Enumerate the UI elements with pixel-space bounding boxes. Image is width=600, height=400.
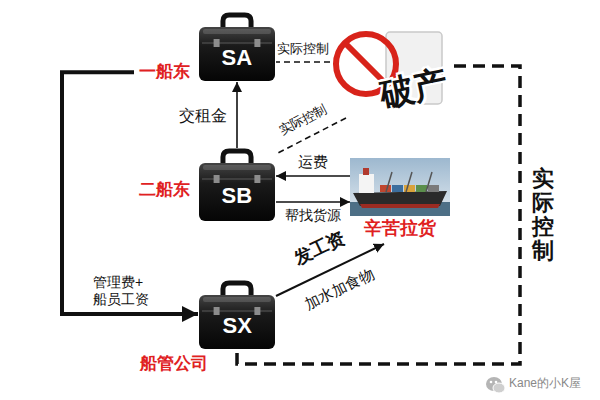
ship-bridge [359, 174, 374, 193]
shipowner-briefcase: SA一船东 [198, 12, 276, 82]
owner-code: SX [223, 313, 252, 339]
ship-sky [350, 158, 450, 216]
watermark-bubble [493, 383, 505, 393]
connector-label: 管理费+ 船员工资 [91, 274, 161, 308]
connector-label: 实际控制 [274, 100, 331, 139]
role-label: 二船东 [139, 180, 190, 200]
ship-hull [353, 191, 447, 206]
ship-container [380, 185, 391, 192]
ship-funnel [363, 168, 369, 175]
connector-note: 加水加食物 [300, 264, 379, 314]
role-label: 一船东 [139, 62, 190, 82]
briefcase-clasp [254, 39, 260, 47]
briefcase-sheen [203, 165, 271, 170]
briefcase-clasp [254, 307, 260, 315]
briefcase-sheen [203, 297, 271, 302]
cargo-ship: 辛苦拉货 [350, 158, 450, 244]
briefcase-clasp [214, 39, 220, 47]
ship-container [392, 185, 403, 192]
briefcase-body [199, 27, 275, 81]
briefcase-sheen [203, 29, 271, 34]
briefcase-clasp [214, 307, 220, 315]
watermark: Kane的小K屋 [507, 376, 583, 390]
cargo-arrow [276, 201, 350, 203]
connector-label: 帮找货源 [283, 207, 343, 224]
briefcase-flap [202, 43, 272, 44]
rent-arrow [236, 82, 238, 148]
briefcase-clasp [254, 175, 260, 183]
ship-sea [350, 202, 450, 216]
control-line [276, 61, 330, 63]
ship-keel [360, 204, 440, 208]
ship-crane [426, 172, 432, 192]
ship-crane [386, 172, 392, 192]
connector-label: 运费 [296, 153, 330, 171]
watermark-icon [486, 377, 505, 393]
shipowner-briefcase: SB二船东 [198, 148, 276, 222]
connector-label: 实际控制 [275, 41, 331, 57]
watermark-eye [495, 381, 498, 384]
ship-container [416, 185, 427, 192]
ship-caption: 辛苦拉货 [364, 218, 436, 240]
connector-label: 实际控制 [532, 165, 554, 266]
freight-arrow [276, 175, 350, 177]
briefcase-flap [202, 311, 272, 312]
briefcase-body [199, 295, 275, 349]
bankrupt-company: 破产 [330, 26, 454, 118]
briefcase-flap [202, 179, 272, 180]
briefcase-clasp [214, 175, 220, 183]
connector-label: 交租金 [177, 106, 229, 125]
owner-code: SA [222, 45, 253, 71]
ship-crane [406, 172, 412, 192]
role-label: 船管公司 [140, 354, 208, 374]
control-line [237, 66, 520, 364]
watermark-eye [490, 381, 493, 384]
briefcase-body [199, 163, 275, 221]
ship-container [428, 185, 439, 192]
owner-code: SB [222, 183, 253, 209]
manager-briefcase: SX船管公司 [198, 280, 276, 350]
